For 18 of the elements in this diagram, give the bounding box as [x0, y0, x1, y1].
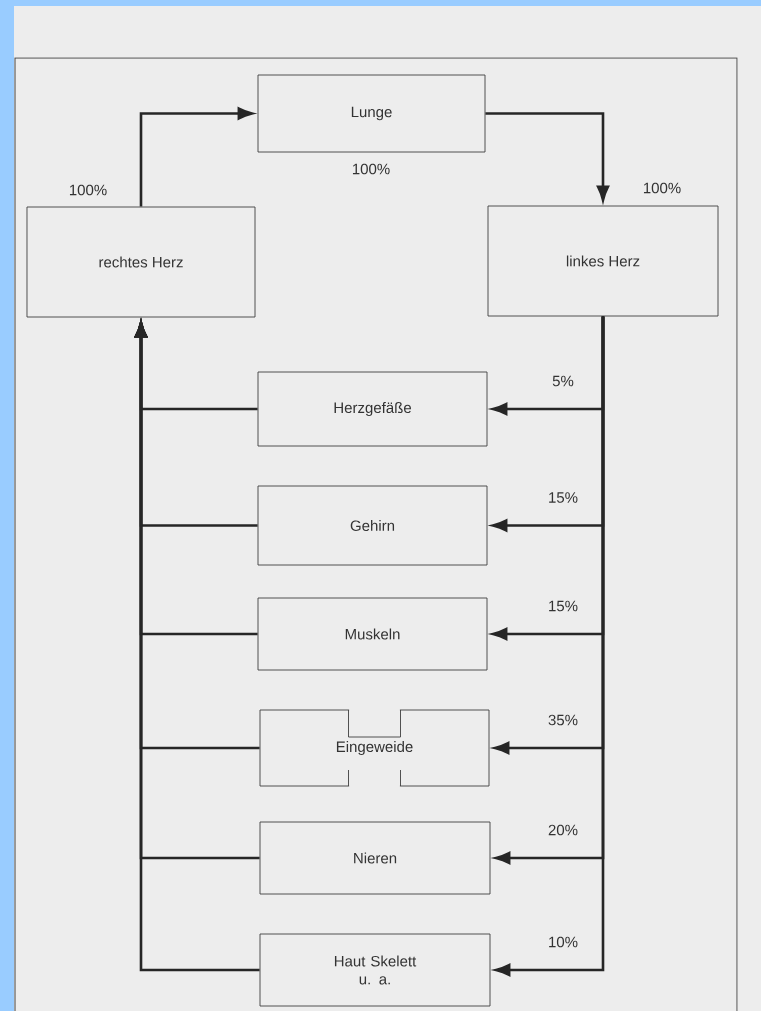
- process-box: Herzgefäße: [257, 371, 488, 447]
- arrow: [134, 321, 260, 972]
- process-box: Haut Skelett u. a.: [259, 933, 491, 1007]
- edge-label: 15%: [549, 600, 578, 612]
- notched-box: Eingeweide: [259, 709, 490, 787]
- arrow: [485, 112, 610, 202]
- process-box: Muskeln: [257, 597, 488, 671]
- process-box: rechtes Herz: [26, 206, 256, 318]
- process-box: Nieren: [259, 821, 491, 895]
- percentage-label: 100%: [69, 184, 107, 196]
- edge-label: 10%: [549, 936, 578, 948]
- edge-label: 35%: [548, 714, 578, 726]
- percentage-label: 100%: [352, 163, 390, 175]
- process-box: Lunge: [257, 74, 486, 153]
- percentage-label: 100%: [643, 182, 681, 194]
- edge-label: 20%: [548, 824, 578, 836]
- process-box: linkes Herz: [487, 205, 719, 317]
- process-box: Gehirn: [257, 485, 488, 566]
